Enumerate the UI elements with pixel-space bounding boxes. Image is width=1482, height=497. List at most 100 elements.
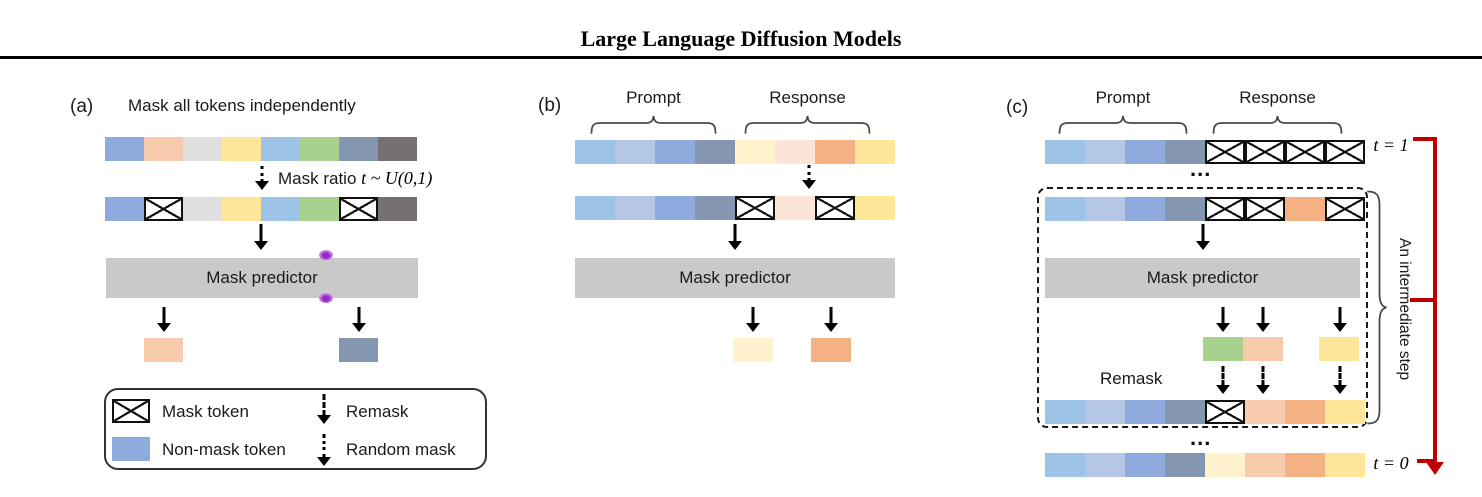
token	[183, 197, 222, 221]
token	[144, 338, 183, 362]
token	[1125, 197, 1165, 221]
token	[222, 197, 261, 221]
header-rule	[0, 56, 1482, 59]
token	[655, 140, 695, 164]
prompt-label: Prompt	[1095, 88, 1151, 107]
token	[339, 338, 378, 362]
mask-ratio-math: t ~ U(0,1)	[361, 168, 433, 188]
token	[1285, 197, 1325, 221]
token	[1045, 140, 1085, 164]
remask-arrow-icon	[1255, 366, 1271, 394]
token	[1319, 337, 1359, 361]
timeline-tick-t0	[1417, 459, 1437, 463]
panel-a-caption: Mask all tokens independently	[128, 96, 356, 115]
mask-ratio-label: Mask ratio t ~ U(0,1)	[278, 168, 432, 189]
token	[775, 196, 815, 220]
mask-token	[1205, 197, 1245, 221]
token	[1165, 197, 1205, 221]
predicted-token	[733, 338, 773, 362]
token	[1125, 453, 1165, 477]
mask-predictor-box: Mask predictor	[1045, 258, 1360, 298]
token	[855, 140, 895, 164]
token	[378, 197, 417, 221]
mask-token	[815, 196, 855, 220]
down-arrow-icon	[745, 307, 761, 332]
token	[339, 137, 378, 161]
over-brace	[1212, 115, 1343, 134]
token	[1205, 453, 1245, 477]
paper-running-title: Large Language Diffusion Models	[580, 26, 902, 51]
legend-box	[104, 388, 487, 470]
token	[695, 140, 735, 164]
non-mask-token-icon	[112, 437, 150, 461]
over-brace	[1058, 115, 1188, 134]
down-arrow-icon	[253, 224, 269, 250]
token	[1085, 400, 1125, 424]
token	[615, 196, 655, 220]
timeline-tick-t1	[1413, 137, 1437, 141]
down-arrow-icon	[1255, 307, 1271, 332]
mask-token	[112, 399, 150, 423]
random-mask-arrow-icon	[316, 434, 332, 466]
token	[261, 137, 300, 161]
token-row-masked	[575, 196, 895, 220]
token	[1045, 400, 1085, 424]
token	[1125, 140, 1165, 164]
predicted-token	[1319, 337, 1359, 361]
token	[575, 196, 615, 220]
token	[811, 338, 851, 362]
token	[300, 197, 339, 221]
down-arrow-icon	[156, 307, 172, 332]
predicted-token	[339, 338, 378, 362]
token	[1285, 400, 1325, 424]
down-arrow-icon	[1195, 224, 1211, 250]
token	[1203, 337, 1243, 361]
token-row-step-input	[1045, 197, 1365, 221]
mask-token	[1205, 400, 1245, 424]
token	[1325, 400, 1365, 424]
mask-token	[144, 197, 183, 221]
purple-blob-top	[319, 250, 333, 260]
t-equals-0-label: t = 0	[1373, 453, 1409, 473]
mask-predictor-box: Mask predictor	[575, 258, 895, 298]
token	[1045, 197, 1085, 221]
token	[1125, 400, 1165, 424]
token	[144, 137, 183, 161]
mask-token	[1325, 140, 1365, 164]
intermediate-step-box	[1037, 187, 1368, 428]
legend-remask-label: Remask	[346, 402, 409, 421]
mask-token	[339, 197, 378, 221]
token	[183, 137, 222, 161]
token	[1325, 453, 1365, 477]
token	[615, 140, 655, 164]
token	[575, 140, 615, 164]
panel-a-tag: (a)	[70, 96, 94, 117]
legend-non-mask-token-label: Non-mask token	[162, 440, 286, 459]
mask-token	[1325, 197, 1365, 221]
token	[1165, 400, 1205, 424]
right-curly-brace	[1367, 190, 1387, 425]
panel-b-tag: (b)	[538, 95, 562, 116]
token	[112, 437, 150, 461]
response-label: Response	[1239, 88, 1316, 107]
token	[1243, 337, 1283, 361]
token	[261, 197, 300, 221]
response-label: Response	[769, 88, 846, 107]
remask-arrow-icon	[1332, 366, 1348, 394]
ellipsis: ...	[1190, 425, 1212, 450]
token	[735, 140, 775, 164]
panel-c-tag: (c)	[1006, 97, 1029, 118]
intermediate-step-label: An intermediate step	[1396, 238, 1413, 381]
token	[105, 137, 144, 161]
random-mask-arrow-icon	[801, 165, 817, 189]
token	[378, 137, 417, 161]
down-arrow-icon	[1332, 307, 1348, 332]
mask-token	[1285, 140, 1325, 164]
token-row-t1	[1045, 140, 1365, 164]
mask-token	[1245, 140, 1285, 164]
predicted-token	[144, 338, 183, 362]
down-arrow-icon	[351, 307, 367, 332]
token-row-clean	[575, 140, 895, 164]
down-arrow-icon	[727, 224, 743, 250]
